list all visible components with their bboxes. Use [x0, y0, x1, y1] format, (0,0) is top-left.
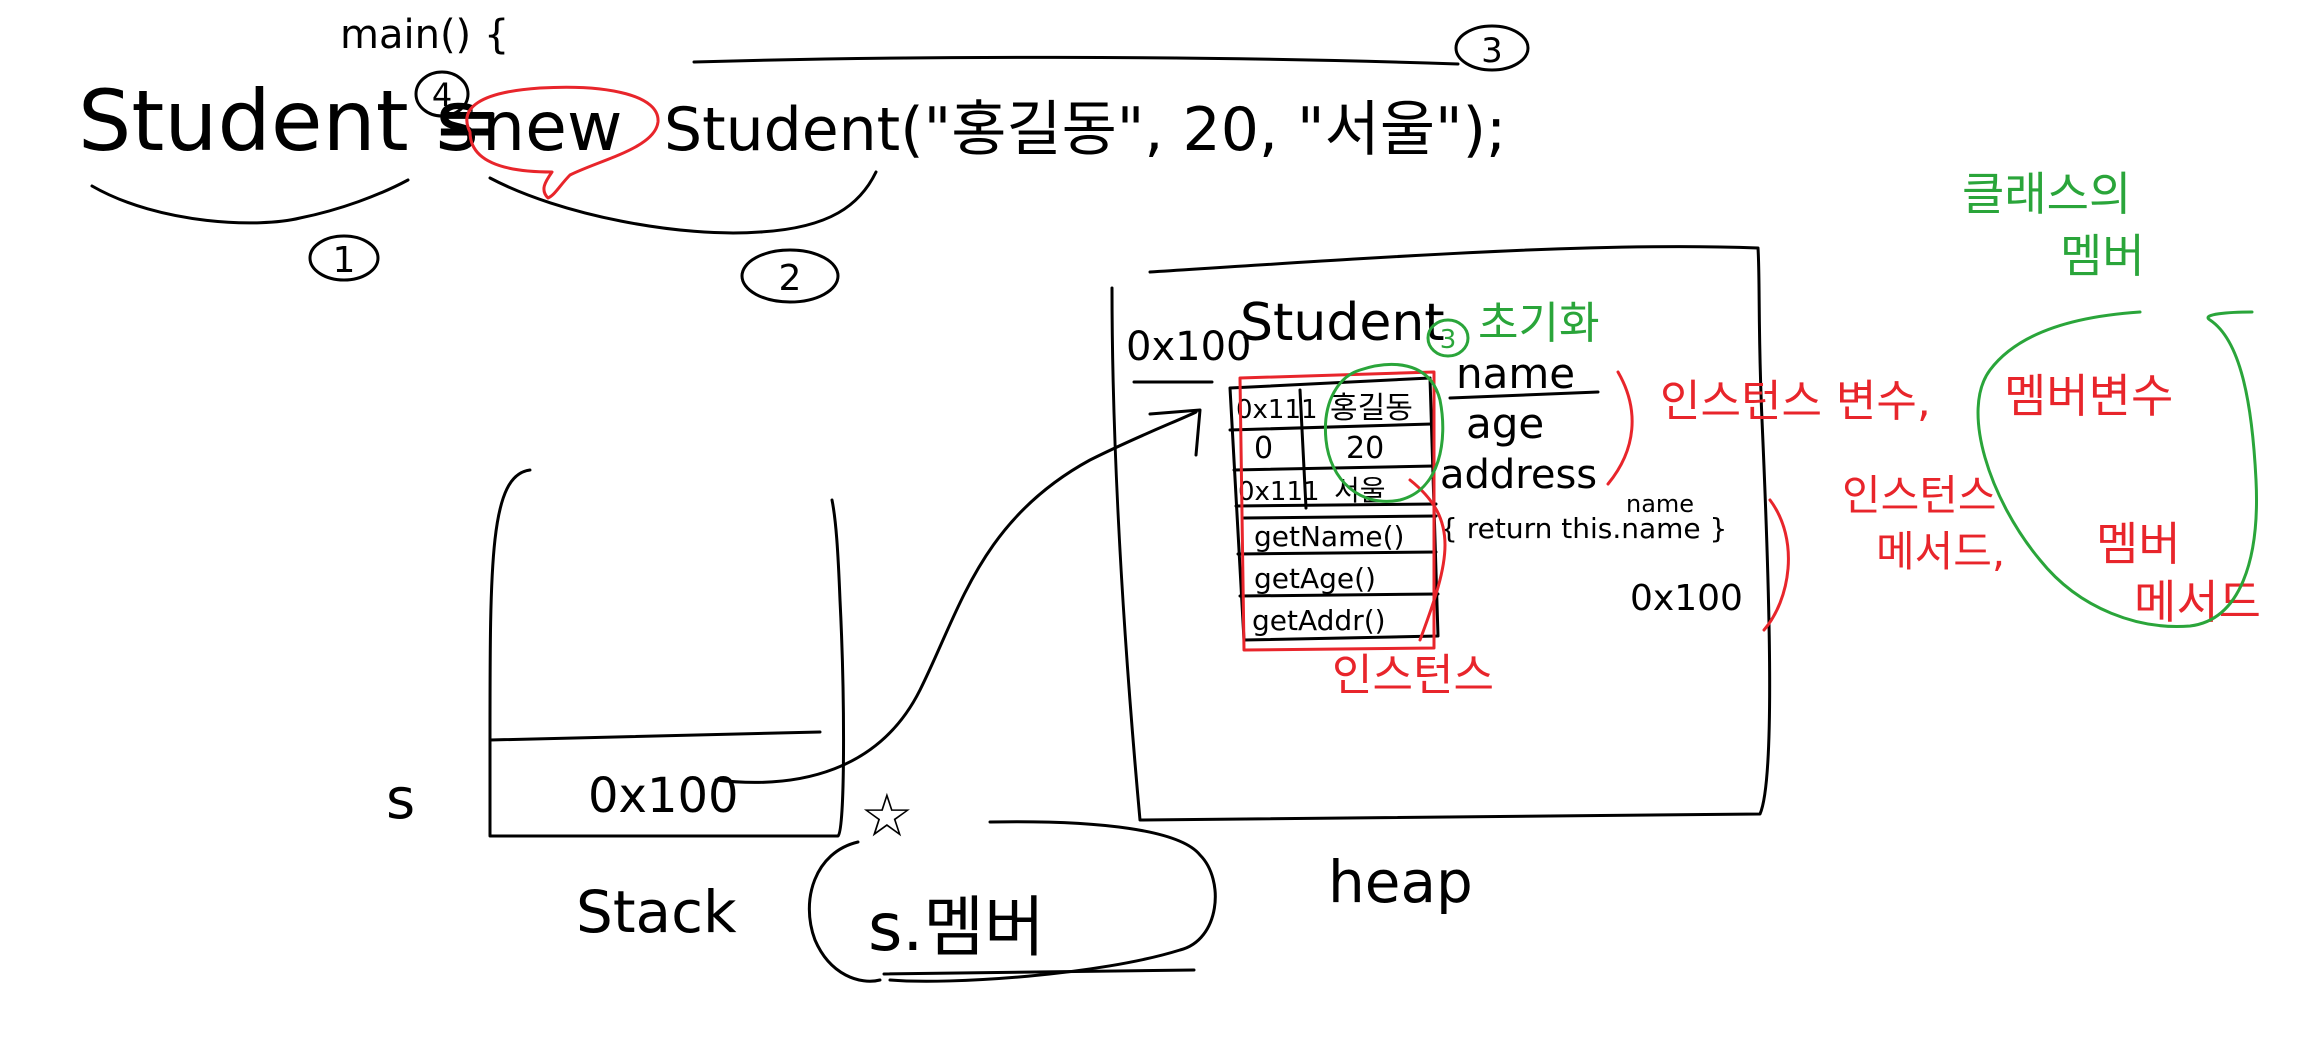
brace-assignment [692, 55, 1460, 66]
instance-methods-label-2: 메서드, [1876, 527, 2005, 576]
marker-2-label: 2 [779, 258, 802, 299]
main-label: main() { [340, 12, 509, 58]
method-note-name: name [1626, 490, 1694, 518]
field-age-label: age [1466, 399, 1544, 448]
marker-3-label: 3 [1481, 31, 1503, 71]
reference-arrow [714, 410, 1198, 784]
field-name-underline [1448, 390, 1600, 400]
field-address-label: address [1440, 452, 1597, 498]
stack-title: Stack [576, 878, 737, 946]
member-access-bubble [807, 820, 1217, 983]
stack-variable-label: s [386, 767, 415, 832]
instance-fields-bracket [1606, 370, 1634, 486]
object-class-name: Student [1240, 293, 1445, 353]
instance-methods-bracket [1762, 498, 1790, 632]
field-row-age: 0 20 age [1254, 399, 1544, 466]
init-marker: 3 [1426, 318, 1470, 358]
stack-frame [488, 468, 846, 838]
brace-construction [488, 170, 878, 235]
instance-label: 인스턴스 [1332, 650, 1494, 701]
reference-arrowhead [1148, 408, 1202, 457]
code-constructor-call: Student("홍길동", 20, "서울"); [664, 95, 1506, 165]
object-table [1228, 376, 1440, 642]
heap-title: heap [1328, 848, 1473, 916]
method-get-age: getAge() [1254, 562, 1376, 595]
object-address: 0x100 [1126, 324, 1251, 370]
marker-4-label: 4 [432, 76, 452, 114]
field-row-name: 0x111 홍길동 name [1236, 349, 1575, 426]
code-declaration: Student s [78, 72, 479, 170]
field-row-address: 0 [1254, 431, 1273, 466]
instance-variables-label: 인스턴스 변수, [1660, 376, 1931, 427]
stack-cell-top [488, 730, 822, 742]
class-members-outline [1976, 310, 2258, 628]
method-get-addr: getAddr() [1252, 604, 1386, 637]
code-new-keyword: new [482, 88, 623, 167]
member-method-label-2: 메서드 [2134, 575, 2261, 629]
field-row-address: 0x111 [1238, 477, 1320, 507]
method-get-name: getName() [1254, 520, 1404, 553]
member-method-label-1: 멤버 [2096, 517, 2181, 571]
stack-cell-value: 0x100 [588, 768, 739, 824]
instance-outline [1238, 370, 1436, 652]
field-name-label: name [1456, 349, 1575, 398]
new-keyword-circle [465, 85, 660, 200]
class-members-label-1: 클래스의 [1962, 167, 2131, 221]
field-row-value: 20 [1346, 431, 1384, 466]
heap-frame [1110, 245, 1772, 822]
member-access-underline [882, 968, 1196, 976]
marker-4: 4 [414, 70, 470, 118]
field-row-address: 0x111 [1236, 395, 1318, 425]
marker-2: 2 [740, 248, 840, 304]
marker-1-label: 1 [333, 240, 356, 281]
initialization-label: 초기화 [1478, 298, 1599, 349]
instance-methods-label-1: 인스턴스 [1842, 471, 1997, 520]
field-row-value: 홍길동 [1330, 391, 1413, 426]
method-note-address: 0x100 [1630, 578, 1743, 619]
marker-3: 3 [1454, 24, 1530, 72]
method-body-note: { return this.name } [1440, 512, 1727, 545]
star-icon: ☆ [860, 781, 914, 851]
brace-declaration [90, 178, 410, 225]
field-row-address: 0x111 서울 address [1238, 452, 1597, 507]
member-variable-label: 멤버변수 [2004, 369, 2173, 423]
marker-1: 1 [308, 234, 380, 282]
code-line: Student s = new Student("홍길동", 20, "서울")… [78, 72, 1506, 170]
initialization-circle [1323, 363, 1445, 503]
member-access-expression: s.멤버 [868, 889, 1045, 966]
init-marker-label: 3 [1440, 325, 1457, 355]
class-members-label-2: 멤버 [2060, 229, 2145, 283]
instance-fields-connector [1408, 478, 1447, 642]
